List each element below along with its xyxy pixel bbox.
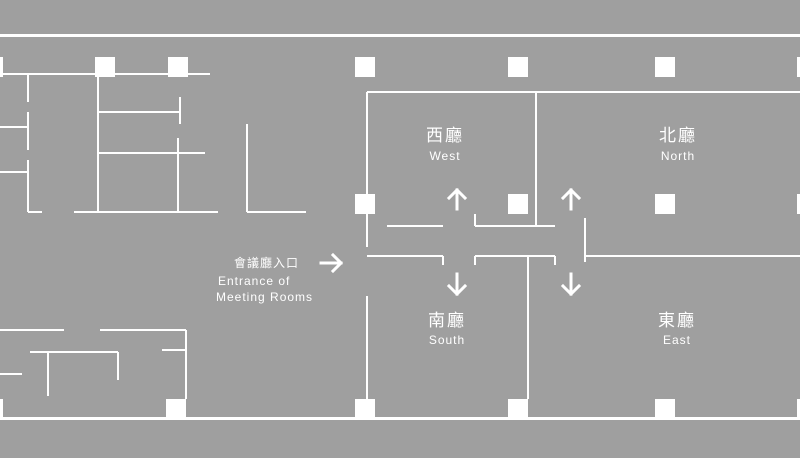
outer-walls bbox=[0, 34, 800, 420]
hall-south-name-en: South bbox=[428, 333, 466, 347]
hall-north-name-en: North bbox=[660, 149, 696, 163]
bottom-wall bbox=[0, 417, 800, 420]
hall-south-name-zh: 南廳 bbox=[428, 311, 466, 331]
hall-east-name-zh: 東廳 bbox=[658, 311, 696, 331]
hall-west-name-en: West bbox=[429, 149, 461, 163]
hall-west-name-zh: 西廳 bbox=[426, 126, 464, 146]
hall-east-name-en: East bbox=[662, 333, 691, 347]
entrance-label-en-line1: Entrance of bbox=[218, 274, 291, 288]
arrow-up-icon bbox=[446, 187, 468, 211]
arrow-up-icon bbox=[560, 187, 582, 211]
entrance-label-en-line2: Meeting Rooms bbox=[216, 290, 314, 304]
arrow-right-icon bbox=[319, 252, 344, 274]
arrow-down-icon bbox=[446, 272, 468, 297]
entrance-label-zh: 會議廳入口 bbox=[234, 256, 300, 270]
hall-north-name-zh: 北廳 bbox=[659, 126, 697, 146]
interior-walls bbox=[0, 73, 800, 399]
columns bbox=[0, 57, 800, 419]
top-wall bbox=[0, 34, 800, 37]
arrow-down-icon bbox=[560, 272, 582, 297]
